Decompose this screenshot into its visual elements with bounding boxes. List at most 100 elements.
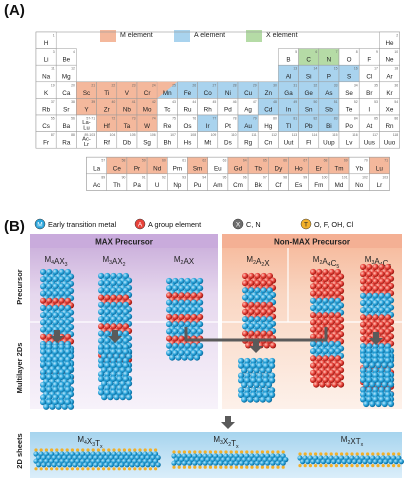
terminal-atom xyxy=(255,465,259,469)
terminal-atom xyxy=(55,448,59,452)
terminal-atom xyxy=(133,448,137,452)
cell-symbol: Si xyxy=(306,73,312,80)
cell-symbol: Ga xyxy=(284,90,293,97)
atom xyxy=(80,458,86,464)
cell-number: 75 xyxy=(172,117,176,121)
atom xyxy=(104,375,111,383)
cell-symbol: Gd xyxy=(234,165,243,172)
precursor-m2a4c5-layer-3 xyxy=(310,290,345,302)
atom xyxy=(360,396,367,403)
cell-number: 92 xyxy=(162,175,166,179)
atom xyxy=(64,276,71,283)
atom xyxy=(372,357,379,364)
atom xyxy=(40,399,47,406)
cell-symbol: Be xyxy=(62,57,70,64)
cell-symbol: Ac xyxy=(93,182,100,189)
atom xyxy=(52,297,59,304)
atom xyxy=(360,328,367,335)
cell-symbol: Lr xyxy=(377,182,383,189)
terminal-atom xyxy=(281,465,285,469)
atom xyxy=(384,343,391,350)
atom xyxy=(197,328,204,335)
cell-symbol: Bk xyxy=(255,182,263,189)
atom xyxy=(366,278,373,285)
cell-symbol: Ce xyxy=(113,165,122,172)
atom xyxy=(95,458,101,464)
atom xyxy=(259,460,265,466)
terminal-atom xyxy=(148,467,152,471)
atom xyxy=(360,314,367,321)
atom xyxy=(52,343,59,351)
cell-symbol: Cu xyxy=(244,90,253,97)
cell-number: 11 xyxy=(51,67,55,71)
cell-number: 8 xyxy=(356,50,358,54)
cell-number: 95 xyxy=(223,175,227,179)
atom xyxy=(310,304,317,312)
atom xyxy=(366,396,373,403)
cell-symbol: Th xyxy=(113,182,121,189)
atom xyxy=(189,457,195,463)
atom xyxy=(166,349,173,357)
atom xyxy=(46,276,53,283)
cell-number: 72 xyxy=(112,117,116,121)
atom xyxy=(316,297,323,304)
atom xyxy=(328,362,335,369)
cell-number: 86 xyxy=(394,117,398,121)
atom xyxy=(147,458,153,464)
atom xyxy=(153,458,159,464)
atom xyxy=(155,455,161,461)
atom xyxy=(254,323,261,330)
atom xyxy=(137,458,143,464)
cell-number: 68 xyxy=(324,159,328,163)
max-formula-0: M4AX3 xyxy=(44,255,67,268)
element-cell-Li: 3Li xyxy=(35,48,57,66)
atom xyxy=(166,299,173,306)
cell-bg xyxy=(379,131,400,149)
atom xyxy=(360,372,367,379)
atom xyxy=(247,396,254,403)
atom xyxy=(58,268,65,276)
atom xyxy=(108,462,114,468)
atom xyxy=(124,455,130,461)
atom xyxy=(236,457,242,463)
atom xyxy=(346,459,352,465)
atom xyxy=(171,460,177,466)
atom xyxy=(260,323,267,330)
atom xyxy=(366,328,373,335)
atom xyxy=(384,386,391,393)
atom xyxy=(104,294,111,301)
nonmax-formula-0: M2A2X xyxy=(246,255,270,268)
atom xyxy=(116,362,123,369)
atom xyxy=(239,460,245,466)
atom xyxy=(46,343,53,351)
cell-number: 99 xyxy=(303,175,307,179)
cell-number: 89-103 xyxy=(85,133,96,137)
cell-number: 50 xyxy=(314,100,318,104)
atom xyxy=(172,328,179,335)
atom xyxy=(381,362,388,369)
atom xyxy=(46,297,53,304)
legend-x-swatch xyxy=(246,30,262,42)
cell-number: 78 xyxy=(233,117,237,121)
atom xyxy=(104,272,111,280)
atom xyxy=(260,272,267,280)
atom xyxy=(378,307,385,314)
sheet-formula-0: M4X3Tx xyxy=(77,435,103,450)
periodic-table: 1H2He3Li4Be5B6C7N8O9F10Ne11Na12Mg13Al14S… xyxy=(35,31,400,191)
cell-symbol: Cr xyxy=(144,90,151,97)
atom xyxy=(46,369,53,376)
atom xyxy=(238,391,245,399)
atom xyxy=(280,453,286,459)
atom xyxy=(197,306,204,313)
atom xyxy=(310,319,317,326)
cell-symbol: Dy xyxy=(275,165,284,172)
atom xyxy=(366,314,373,321)
terminal-atom xyxy=(39,448,43,452)
terminal-atom xyxy=(360,452,364,456)
atom xyxy=(58,290,65,297)
cell-number: 113 xyxy=(292,133,298,137)
terminal-atom xyxy=(102,467,106,471)
terminal-atom xyxy=(397,452,401,456)
